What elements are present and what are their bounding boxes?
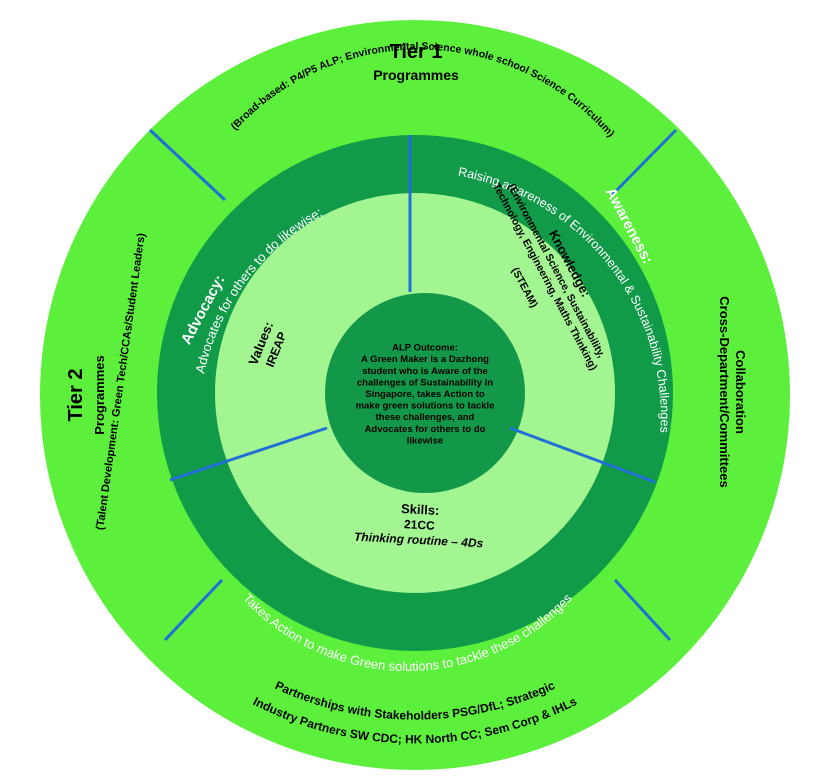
center-disc bbox=[325, 293, 525, 493]
tier1-subtitle: Programmes bbox=[373, 67, 459, 83]
skills-title: Skills: bbox=[401, 501, 440, 518]
center-outcome: ALP Outcome:A Green Maker is a Dazhongst… bbox=[356, 343, 495, 447]
center-outcome-line: these challenges, and bbox=[376, 412, 475, 423]
center-outcome-line: challenges of Sustainability in bbox=[357, 377, 493, 388]
tier2-subtitle: Programmes bbox=[92, 355, 107, 434]
center-outcome-line: Singapore, takes Action to bbox=[365, 389, 485, 400]
center-outcome-line: make green solutions to tackle bbox=[356, 401, 495, 412]
center-outcome-line: ALP Outcome: bbox=[392, 343, 458, 354]
tier2-title: Tier 2 bbox=[65, 369, 87, 422]
skills-line1: 21CC bbox=[404, 517, 436, 533]
right-label-group: Cross-Department/Committees Collaboratio… bbox=[717, 296, 748, 487]
skills-line2: Thinking routine – 4Ds bbox=[354, 530, 484, 551]
center-outcome-line: A Green Maker is a Dazhong bbox=[361, 354, 489, 365]
tier1-title: Tier 1 bbox=[390, 41, 443, 63]
cross-department-label: Cross-Department/Committees bbox=[717, 296, 732, 487]
divider-lines bbox=[148, 128, 678, 642]
center-outcome-line: student who is Aware of the bbox=[362, 366, 488, 377]
skills-group: Skills: 21CC Thinking routine – 4Ds bbox=[354, 501, 484, 551]
tier2-sub-group: Programmes bbox=[92, 355, 107, 434]
collaboration-label: Collaboration bbox=[733, 350, 748, 434]
tier2-label-group: Tier 2 bbox=[65, 369, 87, 422]
center-outcome-line: likewise bbox=[407, 435, 443, 446]
center-outcome-line: Advocates for others to do bbox=[365, 424, 486, 435]
